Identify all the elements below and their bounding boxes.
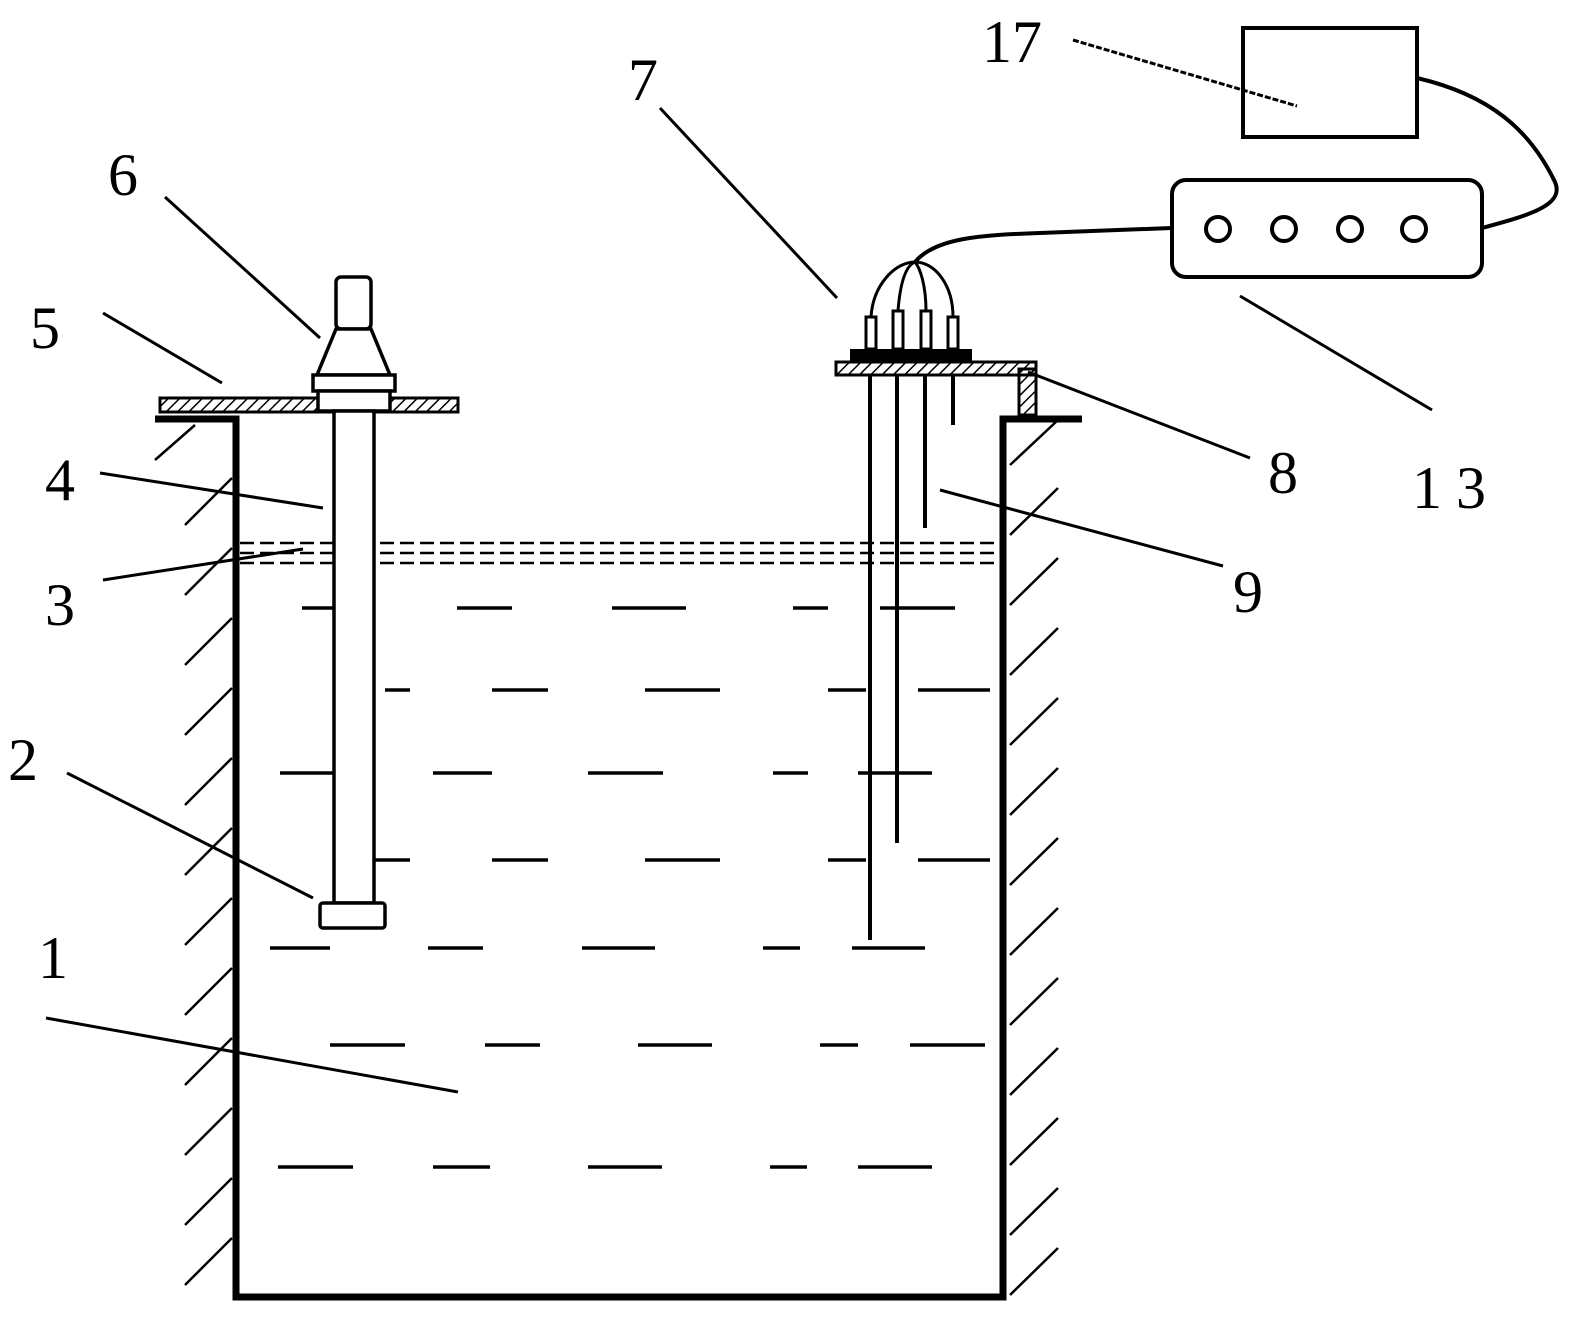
label-3: 3 [45,572,75,638]
label-17: 17 [982,9,1042,75]
electrode-rods [868,375,955,940]
label-2: 2 [8,727,38,793]
probe-cone [314,327,393,377]
display-unit-box [1241,26,1419,139]
electrode-cable [913,226,1173,264]
liquid-fill-dashes [270,606,990,1169]
tank-walls [155,415,1082,1301]
label-1: 1 [38,925,68,991]
right-cover-plate [834,360,1038,377]
left-cover-plate [158,396,460,414]
controller-indicator-lights [1204,215,1428,243]
probe-tip [318,901,387,930]
leader-lines [45,38,1433,1094]
electrode-base [850,349,972,363]
label-8: 8 [1268,440,1298,506]
label-4: 4 [45,447,75,513]
probe-rod [332,409,376,905]
ground-hatching-right [1009,419,1059,1296]
left-probe [311,275,397,930]
label-13: 13 [1412,455,1500,521]
controller-box [1170,178,1484,279]
support-post [1017,367,1038,417]
display-cable [1416,76,1559,230]
ground-hatching-left [154,424,233,1286]
label-6: 6 [108,142,138,208]
probe-flange [316,389,392,413]
label-5: 5 [30,295,60,361]
terminal-wires [869,260,955,318]
probe-cap [334,275,373,331]
label-9: 9 [1233,559,1263,625]
electrode-terminals [864,309,960,351]
probe-collar [311,373,397,393]
label-7: 7 [628,47,658,113]
